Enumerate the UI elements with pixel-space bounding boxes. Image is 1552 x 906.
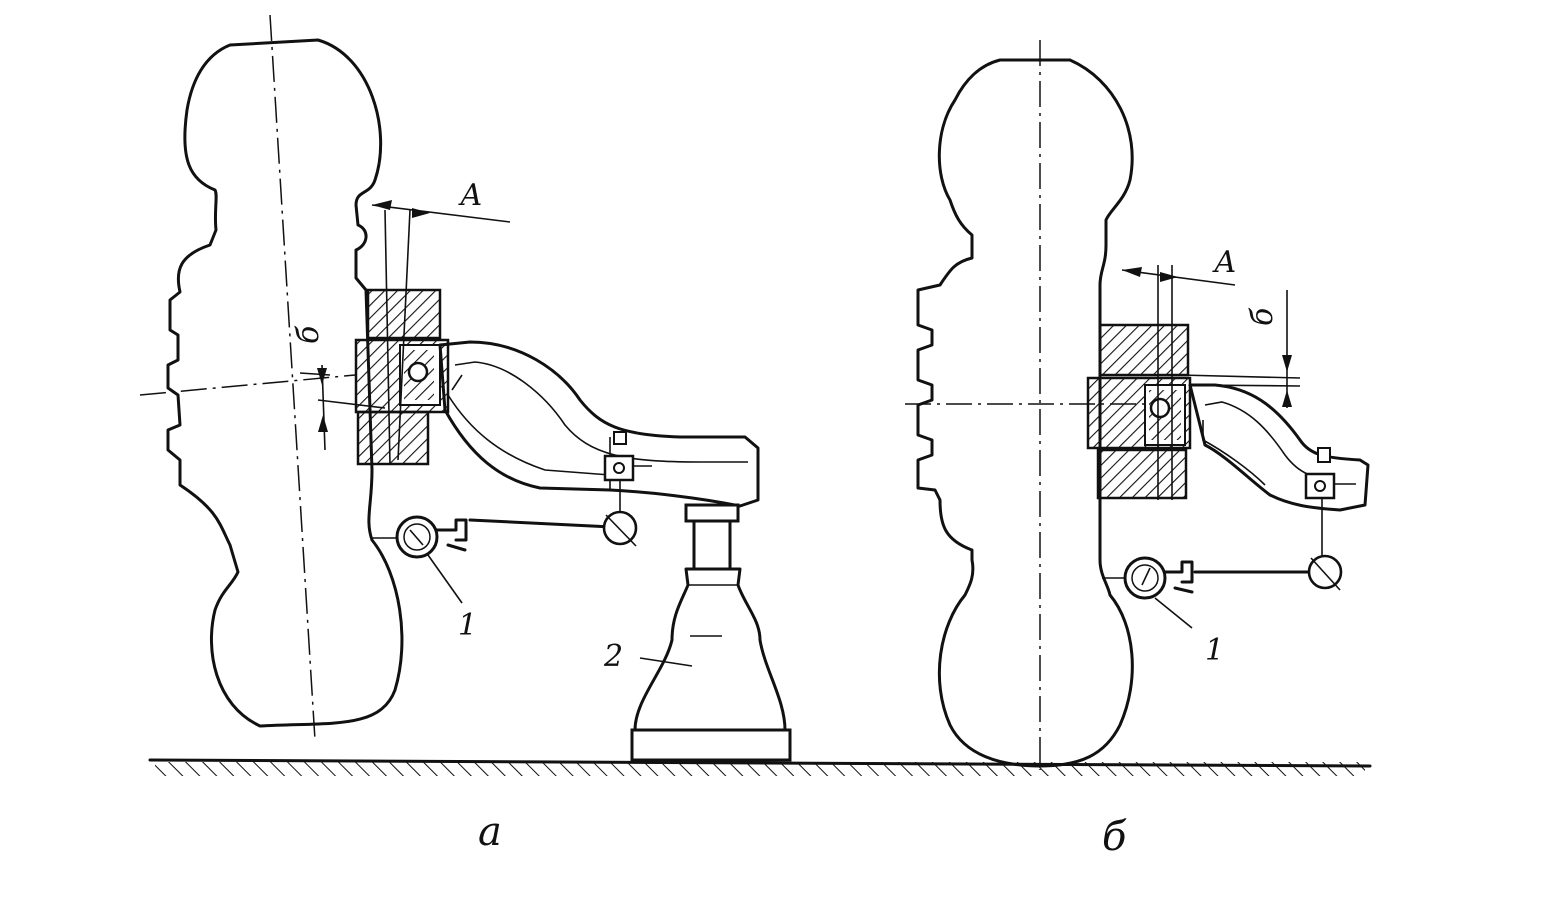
callout-1-b: 1	[1205, 633, 1224, 668]
ground	[148, 758, 1372, 776]
panel-b-caption: б	[1102, 814, 1127, 860]
dimension-b-marker-a: б	[291, 325, 386, 451]
dimension-a-marker-b: А	[1121, 245, 1237, 286]
clamp-a	[603, 431, 652, 515]
dim-a-label-b: А	[1212, 245, 1237, 280]
jack-a: 2	[603, 503, 792, 762]
axle-arm-b	[1188, 383, 1370, 512]
dial-indicator-a: 1	[372, 510, 638, 643]
callout-1-a: 1	[458, 608, 477, 643]
callout-2-a: 2	[603, 639, 623, 674]
tire-b	[916, 58, 1134, 768]
panel-a: А б	[139, 14, 792, 855]
panel-b: А б	[905, 40, 1370, 860]
tire-a	[166, 38, 404, 728]
knuckle-a	[354, 209, 450, 466]
axle-beam-a	[438, 340, 760, 508]
panel-a-caption: а	[478, 809, 502, 855]
clamp-b	[1304, 447, 1356, 560]
dim-b-label-b: б	[1245, 307, 1280, 326]
dim-a-label-a: А	[458, 178, 483, 213]
dim-b-label-a: б	[291, 325, 326, 344]
knuckle-b	[1086, 265, 1192, 500]
dial-indicator-b: 1	[1102, 554, 1343, 668]
dimension-a-marker-a: А	[371, 178, 511, 223]
